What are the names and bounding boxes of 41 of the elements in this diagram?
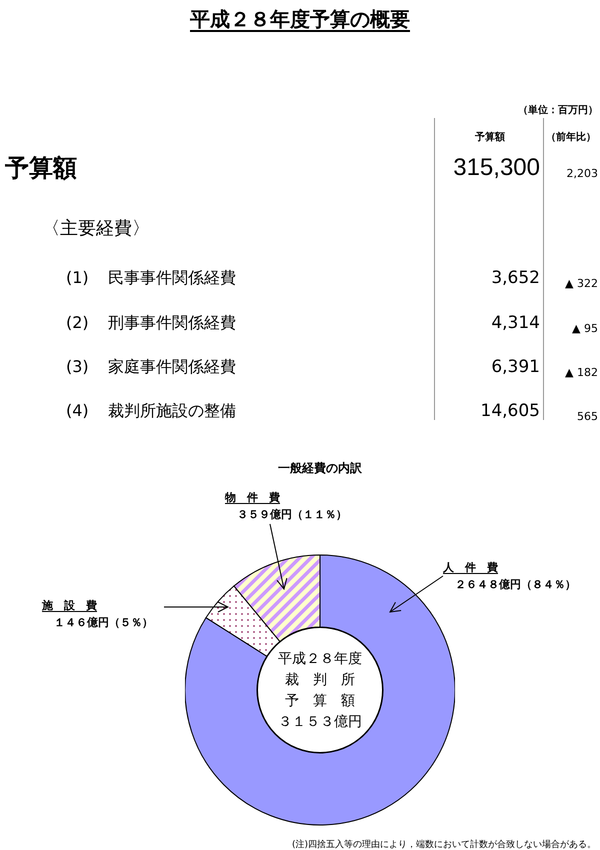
amount-value: 315,300 — [453, 154, 540, 181]
row-heading: 予算額 — [5, 154, 77, 182]
item-name: 民事事件関係経費 — [108, 268, 236, 287]
callout-value: ３５９億円（１１％） — [236, 506, 347, 522]
callout-heading: 人 件 費 — [443, 560, 498, 576]
callout-value: １４６億円（５％） — [53, 614, 153, 630]
change-value: 565 — [577, 410, 598, 423]
item-number: (2) — [66, 313, 89, 332]
change-value: 2,203 — [566, 167, 598, 180]
item-number: (3) — [66, 357, 89, 376]
leader-line — [390, 576, 444, 612]
item-name: 裁判所施設の整備 — [108, 401, 236, 420]
donut-slice — [233, 554, 320, 642]
item-name: 刑事事件関係経費 — [108, 313, 236, 332]
center-text: 予 算 額 — [285, 692, 355, 710]
callout-value: ２６４８億円（８４％） — [454, 576, 576, 592]
column-header: （前年比） — [546, 132, 596, 143]
item-number: (4) — [66, 401, 89, 420]
amount-value: 3,652 — [491, 268, 540, 288]
center-text: 裁 判 所 — [285, 670, 355, 688]
section-heading: 〈主要経費〉 — [42, 218, 150, 239]
amount-value: 4,314 — [491, 313, 540, 333]
center-text: 平成２８年度 — [278, 650, 362, 668]
chart-title: 一般経費の内訳 — [278, 460, 362, 477]
change-value: ▲ 182 — [565, 366, 598, 379]
callout-heading: 物 件 費 — [225, 490, 280, 506]
donut-slice — [185, 554, 455, 826]
amount-value: 14,605 — [480, 401, 540, 421]
leader-line — [164, 602, 228, 612]
amount-value: 6,391 — [491, 357, 540, 377]
callout-heading: 施 設 費 — [42, 598, 97, 614]
page-title: 平成２８年度予算の概要 — [190, 6, 410, 33]
item-name: 家庭事件関係経費 — [108, 357, 236, 376]
center-text: ３１５３億円 — [278, 712, 362, 730]
change-value: ▲ 322 — [565, 277, 598, 290]
footnote: (注)四捨五入等の理由により，端数において計数が合致しない場合がある。 — [292, 840, 596, 850]
item-number: (1) — [66, 268, 89, 287]
unit-note: （単位：百万円） — [518, 105, 598, 116]
change-value: ▲ 95 — [572, 322, 598, 335]
column-header: 予算額 — [475, 132, 505, 143]
leader-line — [270, 524, 288, 590]
